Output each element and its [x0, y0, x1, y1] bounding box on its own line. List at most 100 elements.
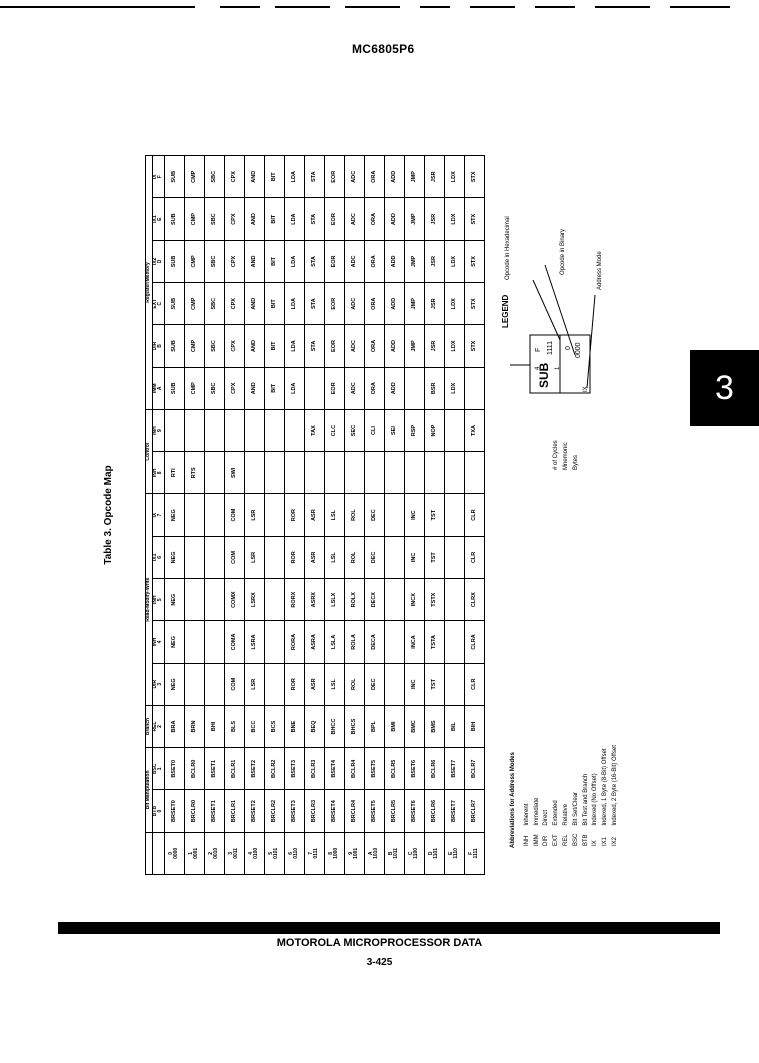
opcode-cell: ORA — [364, 198, 385, 241]
opcode-cell: BSR — [424, 367, 445, 410]
column-hi: E — [157, 217, 163, 221]
opcode-cell: TSTA — [424, 620, 445, 664]
opcode-mnemonic: STX — [471, 213, 478, 225]
opcode-cell — [324, 451, 345, 494]
opcode-mnemonic: TSTX — [431, 592, 438, 607]
abbreviation-code: INH — [523, 835, 530, 846]
abbreviation-code: BTB — [582, 834, 589, 846]
opcode-cell: LSL — [324, 536, 345, 579]
opcode-cell: TXA — [464, 409, 485, 452]
opcode-cell: SUB — [164, 367, 185, 410]
opcode-mnemonic: ADD — [391, 213, 398, 226]
opcode-mnemonic: JMP — [411, 340, 418, 352]
opcode-mnemonic: LSL — [331, 552, 338, 563]
opcode-mnemonic: EOR — [331, 255, 338, 268]
opcode-cell: DEC — [364, 536, 385, 579]
opcode-mnemonic: LDA — [291, 255, 298, 268]
opcode-cell: LSLX — [324, 578, 345, 621]
opcode-mnemonic: BSET3 — [291, 759, 298, 778]
opcode-mnemonic: BCLR4 — [351, 759, 358, 778]
abbreviation-code: REL — [562, 834, 569, 846]
opcode-mnemonic: ADC — [351, 170, 358, 183]
opcode-cell: BCLR3 — [304, 747, 325, 790]
opcode-mnemonic: COMA — [231, 633, 238, 651]
opcode-mnemonic: CMP — [191, 213, 198, 226]
opcode-cell: ADD — [384, 367, 405, 410]
top-rule — [220, 6, 260, 8]
column-hi: 7 — [157, 513, 163, 517]
opcode-mnemonic: STX — [471, 340, 478, 352]
row-bin: 1001 — [353, 847, 360, 859]
legend-hex: F — [535, 347, 542, 352]
opcode-mnemonic: ADD — [391, 170, 398, 183]
opcode-cell: AND — [244, 282, 265, 325]
opcode-cell: BRCLR0 — [184, 789, 205, 833]
opcode-cell: ORA — [364, 367, 385, 410]
opcode-cell: ROLX — [344, 578, 365, 621]
opcode-cell: LDX — [444, 198, 465, 241]
opcode-cell: ORA — [364, 324, 385, 368]
opcode-mnemonic: BIT — [271, 383, 278, 393]
opcode-mnemonic: BCC — [251, 720, 258, 733]
opcode-cell: CMP — [184, 198, 205, 241]
opcode-mnemonic: LDA — [291, 213, 298, 225]
opcode-cell — [384, 663, 405, 706]
opcode-cell: CMP — [184, 367, 205, 410]
abbreviation-meaning: Bit Set/Clear — [572, 791, 579, 826]
opcode-cell: AND — [244, 367, 265, 410]
opcode-mnemonic: STA — [311, 171, 318, 183]
abbreviation-meaning: Bit Test and Branch — [582, 773, 589, 826]
opcode-mnemonic: LDA — [291, 382, 298, 394]
opcode-cell: LDX — [444, 240, 465, 283]
opcode-cell: BMI — [384, 705, 405, 748]
opcode-mnemonic: STX — [471, 171, 478, 183]
opcode-cell: BHCS — [344, 705, 365, 748]
opcode-cell: BIT — [264, 240, 285, 283]
opcode-mnemonic: SUB — [170, 340, 177, 352]
opcode-mnemonic: TXA — [471, 425, 478, 437]
opcode-cell: BSET0 — [164, 747, 185, 790]
opcode-cell: LSL — [324, 493, 345, 537]
opcode-cell: BCLR5 — [384, 747, 405, 790]
top-rule — [535, 6, 575, 8]
column-hi: F — [157, 175, 163, 179]
opcode-mnemonic: CPX — [231, 340, 238, 352]
opcode-mnemonic: BRCLR6 — [431, 799, 438, 823]
opcode-mnemonic: AND — [251, 213, 258, 226]
opcode-cell — [184, 663, 205, 706]
opcode-cell: ASR — [304, 536, 325, 579]
legend-label-bin: Opcode in Binary — [560, 228, 566, 275]
column-hi: A — [157, 386, 163, 391]
opcode-cell: CMP — [184, 324, 205, 368]
abbreviation-meaning: Indexed (No Offset) — [592, 773, 599, 826]
opcode-cell: BIH — [464, 705, 485, 748]
row-bin: 1111 — [473, 848, 480, 859]
opcode-mnemonic: STA — [311, 340, 318, 352]
abbreviation-row: BTB Bit Test and Branch — [583, 739, 591, 846]
opcode-cell: BRN — [184, 705, 205, 748]
opcode-cell: ASRX — [304, 578, 325, 621]
opcode-mnemonic: ORA — [371, 255, 378, 268]
legend: Opcode in Hexadecimal Opcode in Binary A… — [501, 100, 655, 500]
row-bin: 1011 — [393, 847, 400, 859]
opcode-cell: STA — [304, 155, 325, 198]
opcode-mnemonic: ROR — [291, 509, 298, 522]
opcode-cell: JSR — [424, 155, 445, 198]
opcode-mnemonic: CLI — [371, 426, 378, 435]
opcode-mnemonic: LDA — [291, 298, 298, 310]
opcode-cell — [444, 536, 465, 579]
opcode-cell — [184, 536, 205, 579]
opcode-cell: CLR — [464, 536, 485, 579]
